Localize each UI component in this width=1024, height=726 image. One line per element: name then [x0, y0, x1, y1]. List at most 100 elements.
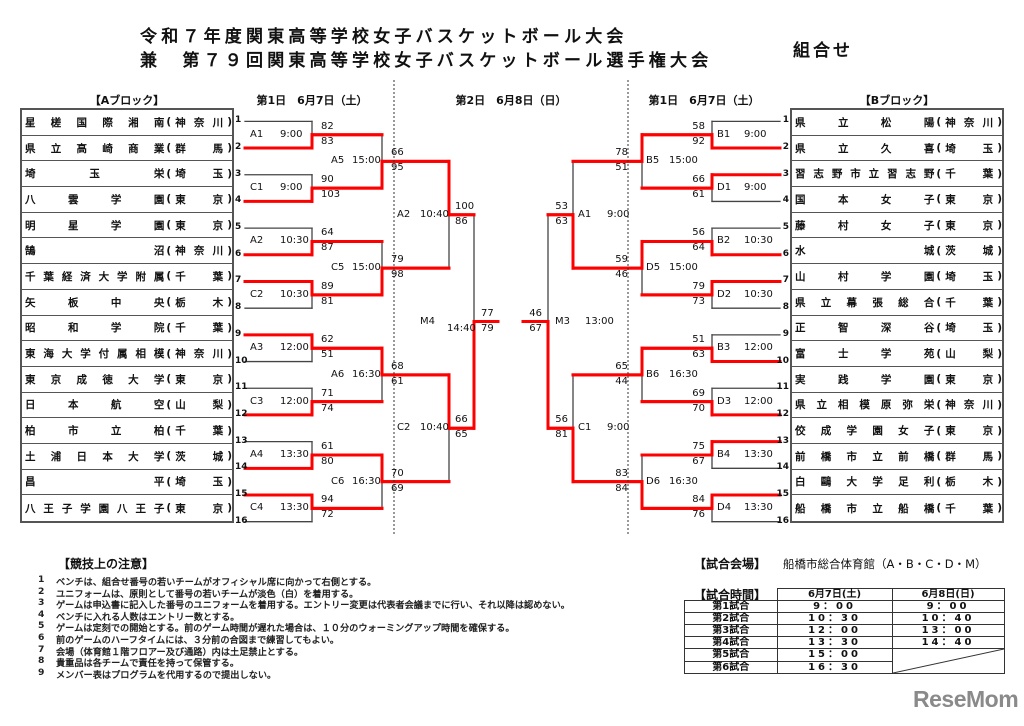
seed-number: 7	[235, 275, 242, 286]
score-top: 68	[391, 360, 404, 372]
match-code: B4	[717, 448, 731, 460]
prefecture-name: 山梨	[945, 348, 994, 361]
prefecture-name: 埼玉	[945, 142, 994, 155]
venue-label: 【試合会場】	[694, 557, 767, 571]
team-prefecture: (東京)	[936, 218, 1002, 233]
seed-number: 7	[782, 275, 789, 286]
score-top: 58	[692, 120, 705, 132]
team-prefecture: (神奈川)	[166, 346, 232, 361]
paren-open: (	[166, 244, 172, 257]
seed-number: 15	[235, 489, 248, 499]
paren-close: )	[997, 270, 1002, 283]
team-prefecture: (千葉)	[936, 166, 1002, 181]
match-time: 9:00	[744, 128, 767, 140]
score-top: 79	[692, 280, 705, 292]
team-row: 星槎国際湘南(神奈川)	[22, 110, 232, 136]
title-suffix: 組合せ	[793, 41, 853, 61]
paren-open: (	[936, 475, 942, 488]
match-code: C2	[397, 422, 411, 434]
score-bottom: 51	[615, 162, 628, 174]
seed-number: 3	[235, 168, 242, 179]
match-time: 9:00	[280, 128, 303, 140]
prefecture-name: 千葉	[175, 425, 224, 438]
match-time: 15:00	[352, 155, 381, 167]
paren-close: )	[227, 167, 232, 180]
team-row: 八王子学園八王子(東京)	[22, 495, 232, 521]
team-name: 昭和学院	[25, 322, 165, 335]
match-code: A1	[578, 208, 592, 220]
score-top: 56	[692, 227, 705, 239]
paren-close: )	[997, 167, 1002, 180]
team-row: 八雲学園(東京)	[22, 187, 232, 213]
prefecture-name: 埼玉	[175, 168, 224, 181]
team-row: 実践学園(東京)	[792, 367, 1002, 393]
team-name: 富士学苑	[795, 348, 935, 361]
team-name: 正智深谷	[795, 322, 935, 335]
paren-open: (	[936, 296, 942, 309]
team-name: 山村学園	[795, 270, 935, 283]
match-code: B6	[646, 368, 660, 380]
match-code: C4	[250, 502, 264, 514]
score-bottom: 63	[555, 215, 568, 227]
game-number: 第3試合	[684, 624, 778, 637]
note-number: 7	[38, 643, 45, 655]
team-row: 矢板中央(栃木)	[22, 290, 232, 316]
prefecture-name: 栃木	[175, 296, 224, 309]
diagonal-line	[892, 649, 1004, 673]
score-top: 64	[321, 227, 334, 239]
paren-close: )	[227, 296, 232, 309]
paren-close: )	[227, 502, 232, 515]
match-code: D5	[646, 262, 661, 274]
team-prefecture: (山梨)	[936, 346, 1002, 361]
match-code: C1	[250, 182, 264, 194]
seed-number: 14	[235, 462, 248, 473]
team-name: 鵠沼	[25, 245, 165, 258]
score-bottom: 67	[529, 322, 542, 334]
match-code: B3	[717, 342, 731, 354]
team-prefecture: (千葉)	[166, 269, 232, 284]
prefecture-name: 群馬	[175, 142, 224, 155]
paren-open: (	[936, 424, 942, 437]
seed-number: 13	[776, 435, 789, 446]
paren-close: )	[227, 373, 232, 386]
note-number: 4	[38, 608, 45, 620]
match-code: M3	[555, 315, 570, 327]
score-top: 66	[455, 414, 468, 426]
paren-open: (	[936, 373, 942, 386]
seed-number: 9	[782, 328, 789, 339]
note-text: ゲームは定刻での開始とする。前のゲーム時間が遅れた場合は、１０分のウォーミングア…	[56, 623, 515, 635]
team-prefecture: (埼玉)	[166, 474, 232, 489]
seed-number: 8	[235, 302, 242, 313]
game-number: 第1試合	[684, 600, 778, 613]
match-code: D2	[717, 288, 732, 300]
paren-close: )	[997, 424, 1002, 437]
match-code: C5	[331, 262, 345, 274]
team-row: 前橋市立前橋(群馬)	[792, 444, 1002, 470]
paren-open: (	[936, 347, 942, 360]
score-top: 94	[321, 494, 334, 506]
match-time: 15:00	[352, 262, 381, 274]
score-top: 66	[391, 147, 404, 159]
score-top: 70	[391, 467, 404, 479]
match-code: B1	[717, 128, 731, 140]
match-time: 10:30	[744, 288, 773, 300]
match-time: 15:00	[669, 155, 698, 167]
match-code: B2	[717, 235, 731, 247]
paren-close: )	[227, 219, 232, 232]
score-top: 77	[481, 307, 494, 319]
score-top: 83	[615, 467, 628, 479]
day2-time: 13：00	[891, 624, 1005, 637]
score-bottom: 61	[391, 375, 404, 387]
seed-number: 4	[782, 195, 789, 206]
seed-number: 1	[235, 115, 242, 126]
paren-open: (	[936, 321, 942, 334]
team-name: 土浦日本大学	[25, 450, 165, 463]
match-time: 13:00	[585, 315, 614, 327]
match-time: 10:30	[280, 235, 309, 247]
match-code: A5	[331, 155, 345, 167]
prefecture-name: 千葉	[175, 322, 224, 335]
score-bottom: 67	[692, 455, 705, 467]
match-time: 16:30	[352, 475, 381, 487]
block-b-heading: 【Bブロック】	[859, 94, 935, 107]
